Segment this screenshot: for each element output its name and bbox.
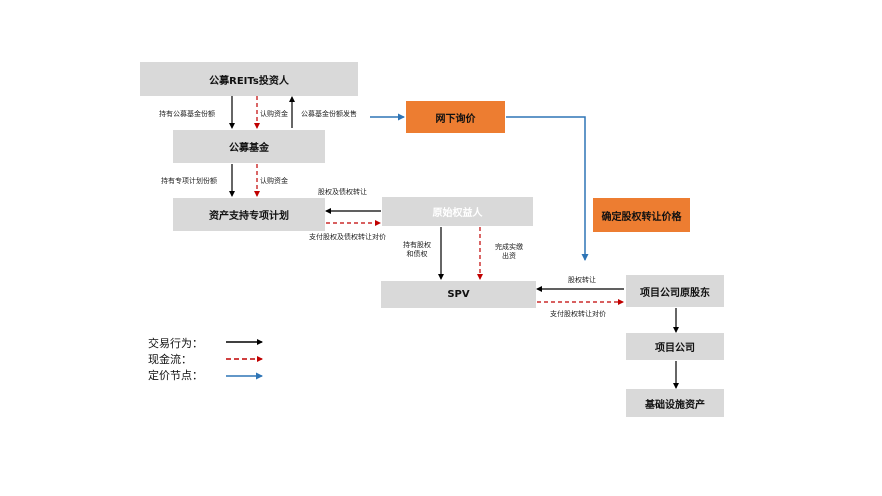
label-equity-transfer: 股权转让 — [568, 276, 596, 284]
label-hold-plan-shares: 持有专项计划份额 — [161, 177, 217, 185]
label-equity-debt-transfer: 股权及债权转让 — [318, 188, 367, 196]
label-pay-equity: 支付股权转让对价 — [550, 310, 606, 318]
label-hold-equity-line2: 和债权 — [406, 250, 428, 258]
node-spv: SPV — [381, 281, 536, 308]
legend-transaction: 交易行为： — [148, 337, 203, 350]
label-fund-share-issue: 公募基金份额发售 — [301, 110, 357, 118]
edge-pricing-equity — [506, 116, 589, 261]
label-subscribe-funds-1: 认购资金 — [260, 110, 288, 118]
node-equity-transfer-price: 确定股权转让价格 — [593, 198, 690, 232]
node-public-fund: 公募基金 — [173, 130, 325, 163]
label-paid-in-line1: 完成实缴 — [495, 243, 523, 251]
label-hold-equity-line1: 持有股权 — [403, 241, 431, 249]
label-paid-in-line2: 出资 — [502, 252, 516, 260]
node-project-company: 项目公司 — [626, 333, 724, 360]
label-hold-fund-shares: 持有公募基金份额 — [159, 110, 215, 118]
legend-pricing-node: 定价节点： — [148, 369, 203, 382]
label-subscribe-funds-2: 认购资金 — [260, 177, 288, 185]
label-hold-equity-debt: 持有股权 和债权 — [403, 241, 431, 259]
node-abs-plan: 资产支持专项计划 — [173, 198, 325, 231]
node-original-shareholder: 项目公司原股东 — [626, 275, 724, 307]
label-pay-equity-debt: 支付股权及债权转让对价 — [309, 233, 386, 241]
node-infrastructure-assets: 基础设施资产 — [626, 389, 724, 417]
node-reits-investors: 公募REITs投资人 — [140, 62, 358, 96]
node-offline-inquiry: 网下询价 — [406, 101, 505, 133]
legend-cash-flow: 现金流： — [148, 353, 192, 366]
label-paid-in-capital: 完成实缴 出资 — [495, 243, 523, 261]
node-original-owner: 原始权益人 — [382, 197, 533, 226]
